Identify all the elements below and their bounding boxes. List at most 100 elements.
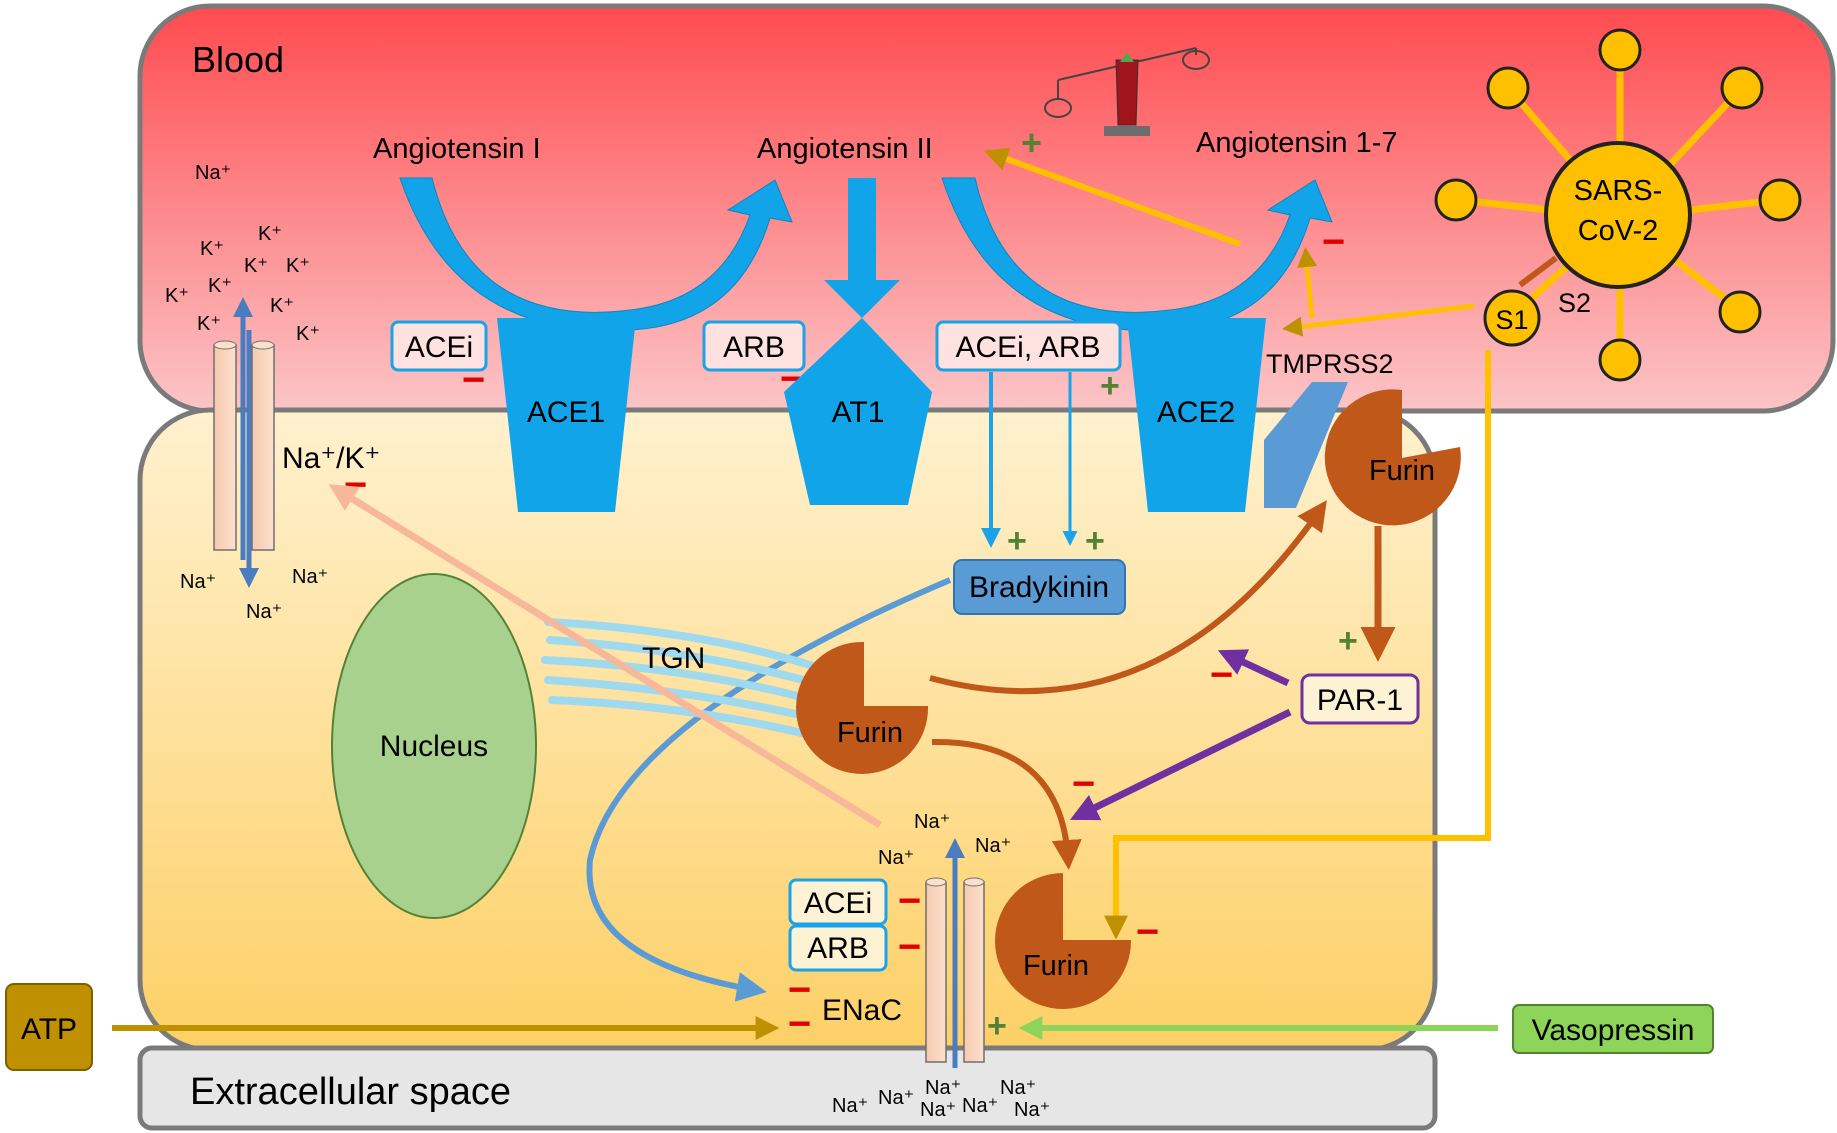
potassium-ion: K⁺ (270, 295, 294, 317)
minus-sign: − (788, 968, 811, 1012)
sodium-ion: Na⁺ (920, 1099, 956, 1121)
ang2-to-ang17-arrow (941, 177, 1333, 332)
s2-label: S2 (1558, 288, 1591, 318)
furin-label: Furin (837, 717, 903, 749)
vasopressin-box (1512, 1004, 1714, 1054)
acei-drug-label: ACEi (405, 331, 473, 364)
sodium-ion: Na⁺ (878, 847, 914, 869)
potassium-ion: K⁺ (258, 223, 282, 245)
enac-to-nak-arrow (328, 484, 882, 828)
potassium-ion: K⁺ (200, 238, 224, 260)
ang17-to-ang2-arrow (983, 147, 1242, 247)
virus-to-ace2-arrow (1282, 303, 1475, 337)
virus-name-line1: SARS- (1574, 175, 1663, 207)
tmprss2-protease (1264, 382, 1348, 508)
sodium-ion: Na⁺ (832, 1095, 868, 1117)
par1-inhibit-arrow (1217, 649, 1290, 687)
tmprss2-label: TMPRSS2 (1266, 349, 1394, 379)
furin-tgn-to-enac-furin-arrow (931, 738, 1082, 870)
at1-receptor (784, 318, 932, 505)
arb-drug-label: ARB (723, 331, 785, 364)
arb-drug-label: ARB (807, 932, 869, 965)
ace1-label: ACE1 (527, 396, 605, 429)
potassium-ion: K⁺ (165, 285, 189, 307)
plus-sign: + (1021, 122, 1042, 163)
minus-sign: − (1322, 220, 1345, 264)
s1-subunit (1483, 289, 1541, 347)
sars-cov-2-virus: SARS- CoV-2 S1 S2 (1434, 28, 1802, 382)
furin-tgn-to-membrane-arrow (929, 500, 1327, 695)
s1-label: S1 (1495, 305, 1528, 335)
angiotensin-2-label: Angiotensin II (757, 133, 933, 165)
ace1-receptor (497, 318, 636, 512)
ang1-to-ang2-arrow (399, 177, 793, 332)
plus-sign: + (1338, 622, 1358, 660)
ace2-receptor (1127, 318, 1266, 512)
sodium-ion: Na⁺ (180, 571, 216, 593)
potassium-ion: K⁺ (208, 275, 232, 297)
bradykinin-label: Bradykinin (969, 571, 1109, 604)
acei-arb-drug-box (935, 320, 1122, 372)
bradykinin-box (953, 559, 1126, 615)
balance-scale-icon (1044, 47, 1210, 136)
blood-label: Blood (192, 39, 284, 80)
minus-sign: − (788, 1002, 811, 1046)
enac-channel (925, 838, 985, 1068)
furin-enzyme-enac (995, 873, 1132, 1009)
ace2-label: ACE2 (1157, 396, 1235, 429)
na-k-pump (213, 297, 275, 588)
furin-label: Furin (1023, 950, 1089, 982)
sodium-ion: Na⁺ (292, 566, 328, 588)
bradykinin-to-enac-arrow (586, 577, 952, 1002)
plus-sign: + (1100, 367, 1120, 405)
sodium-ion: Na⁺ (975, 835, 1011, 857)
acei-drug-box (390, 320, 488, 372)
s1-s2-cleavage-mark (1518, 255, 1558, 288)
acei-drug-box-enac (788, 878, 888, 926)
furin-enzyme-tgn (796, 641, 929, 774)
enac-label: ENaC (822, 994, 902, 1027)
extracellular-label: Extracellular space (190, 1071, 511, 1113)
sodium-ion: Na⁺ (925, 1077, 961, 1099)
atp-box (5, 983, 93, 1071)
atp-label: ATP (21, 1013, 77, 1046)
minus-sign: − (1136, 910, 1159, 954)
virus-name-line2: CoV-2 (1578, 215, 1659, 247)
furin-enzyme-membrane (1324, 389, 1461, 526)
arb-drug-box-enac (788, 924, 888, 972)
at1-label: AT1 (832, 396, 885, 429)
minus-sign: − (898, 925, 921, 969)
sodium-ion: Na⁺ (878, 1087, 914, 1109)
ace2-to-ang17-inhibit-arrow (1297, 247, 1318, 319)
sodium-ion: Na⁺ (1014, 1099, 1050, 1121)
tgn-label: TGN (642, 642, 705, 675)
virus-to-furin-path (1104, 350, 1491, 940)
sodium-ion: Na⁺ (1000, 1077, 1036, 1099)
sodium-ion: Na⁺ (246, 601, 282, 623)
plus-sign: + (1007, 522, 1027, 560)
angiotensin-1-7-label: Angiotensin 1-7 (1196, 127, 1398, 159)
potassium-ion: K⁺ (286, 255, 310, 277)
sodium-ion: Na⁺ (195, 162, 231, 184)
par1-inhibit-arrow (1069, 708, 1292, 821)
acei-drug-label: ACEi (804, 887, 872, 920)
vasopressin-label: Vasopressin (1532, 1014, 1695, 1047)
potassium-ion: K⁺ (296, 323, 320, 345)
plus-sign: + (1085, 522, 1105, 560)
potassium-ion: K⁺ (197, 313, 221, 335)
minus-sign: − (1210, 653, 1233, 697)
minus-sign: − (1072, 762, 1095, 806)
nucleus-label: Nucleus (380, 730, 488, 763)
minus-sign: − (898, 879, 921, 923)
potassium-ion: K⁺ (244, 255, 268, 277)
extracellular-compartment (137, 1045, 1438, 1131)
arb-drug-box (702, 320, 806, 372)
plus-sign: + (987, 1007, 1007, 1045)
par1-label: PAR-1 (1317, 684, 1403, 717)
angiotensin-1-label: Angiotensin I (373, 133, 541, 165)
sodium-ion: Na⁺ (914, 811, 950, 833)
furin-label: Furin (1369, 455, 1435, 487)
minus-sign: − (462, 358, 485, 402)
nucleus (331, 573, 537, 919)
